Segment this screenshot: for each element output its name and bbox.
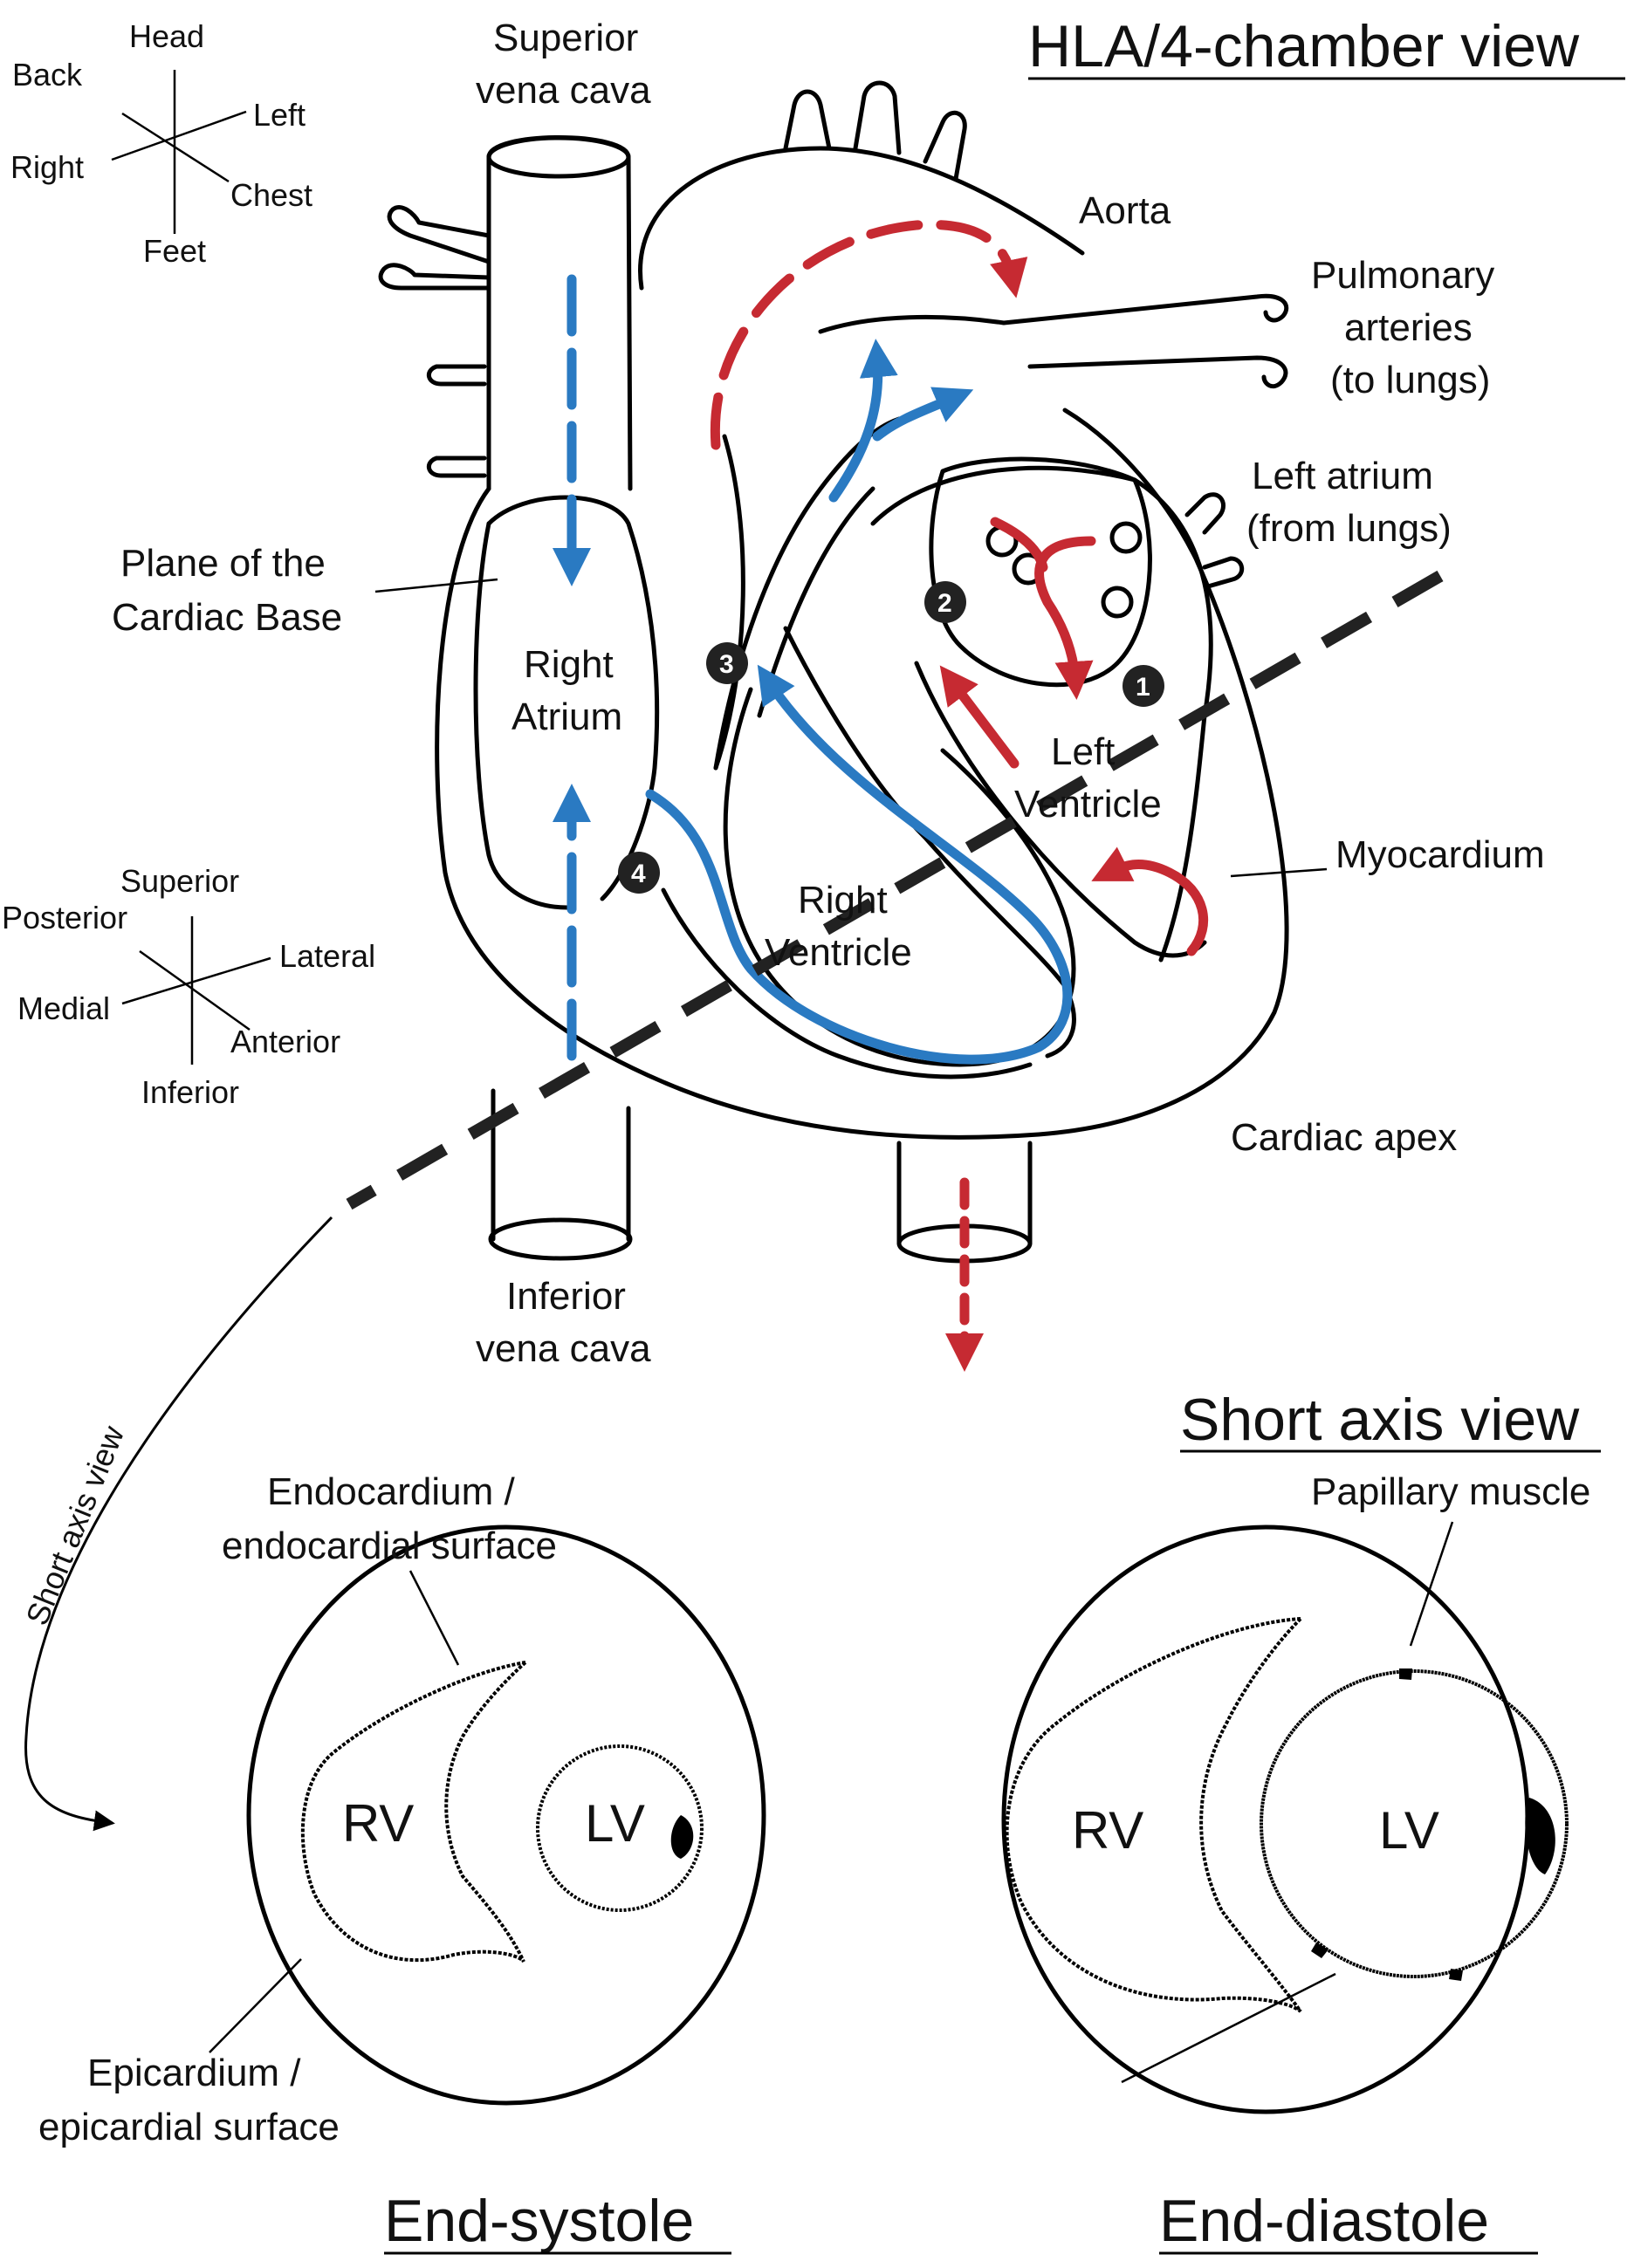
label-svc-line2: vena cava	[476, 69, 651, 112]
label-epi-line2: epicardial surface	[38, 2106, 340, 2148]
title-hla: HLA/4-chamber view	[1028, 13, 1580, 79]
orient-superior: Superior	[120, 863, 239, 899]
label-apex: Cardiac apex	[1231, 1116, 1457, 1159]
label-base-line1: Plane of the	[120, 542, 326, 585]
leader-myocardium	[1230, 867, 1328, 878]
label-rv-systole: RV	[342, 1794, 414, 1853]
orientation-axes-directional: Superior Posterior Lateral Medial Anteri…	[2, 863, 375, 1110]
label-la-line2: (from lungs)	[1246, 507, 1452, 550]
orient-feet: Feet	[143, 233, 206, 269]
label-ra-line2: Atrium	[511, 695, 622, 738]
orient-lateral: Lateral	[279, 938, 375, 974]
blood-flow-oxygenated	[710, 219, 1209, 1372]
valve-marker-2: 2	[924, 581, 966, 623]
label-papillary: Papillary muscle	[1311, 1470, 1590, 1513]
title-end-diastole: End-diastole	[1159, 2188, 1489, 2254]
svg-text:1: 1	[1136, 673, 1150, 702]
label-pa-line3: (to lungs)	[1330, 359, 1490, 401]
label-pa-line2: arteries	[1344, 306, 1473, 349]
label-la-line1: Left atrium	[1252, 455, 1433, 497]
leader-diastole-myocardium	[1121, 1972, 1336, 2084]
title-end-systole: End-systole	[384, 2188, 694, 2254]
short-axis-arrow-label: Short axis view	[18, 1420, 131, 1630]
label-lv-diastole: LV	[1379, 1801, 1439, 1860]
orient-medial: Medial	[17, 990, 110, 1026]
title-short-axis: Short axis view	[1180, 1387, 1580, 1453]
leader-epicardium	[209, 1958, 302, 2053]
orient-chest: Chest	[230, 177, 312, 213]
label-rv-diastole: RV	[1072, 1801, 1143, 1860]
label-lv-systole: LV	[585, 1794, 645, 1853]
label-epi-line1: Epicardium /	[87, 2052, 301, 2094]
orient-right: Right	[10, 149, 84, 185]
label-lv-line1: Left	[1051, 730, 1115, 773]
svg-text:2: 2	[937, 589, 952, 618]
label-ra-line1: Right	[524, 643, 614, 686]
orient-posterior: Posterior	[2, 900, 127, 935]
label-ivc-line2: vena cava	[476, 1327, 651, 1370]
orient-inferior: Inferior	[141, 1074, 239, 1110]
orient-back: Back	[12, 57, 83, 93]
label-rv-line1: Right	[798, 879, 888, 922]
valve-marker-3: 3	[706, 642, 748, 684]
leader-papillary	[1409, 1521, 1454, 1647]
svg-text:4: 4	[631, 860, 646, 888]
leader-endocardium	[408, 1570, 460, 1666]
short-axis-end-systole: RV LV	[246, 1525, 766, 2106]
label-pa-line1: Pulmonary	[1311, 254, 1494, 297]
valve-marker-1: 1	[1123, 665, 1164, 707]
label-myocardium: Myocardium	[1335, 833, 1545, 876]
label-rv-line2: Ventricle	[765, 931, 912, 974]
svg-text:3: 3	[719, 650, 734, 679]
cardiac-base-plane-line	[346, 570, 1444, 1210]
label-svc-line1: Superior	[493, 17, 638, 59]
orientation-axes-anatomical: Head Back Left Right Chest Feet	[10, 18, 312, 269]
label-endo-line2: endocardial surface	[222, 1525, 557, 1567]
label-endo-line1: Endocardium /	[267, 1470, 515, 1513]
orient-head: Head	[129, 18, 204, 54]
blood-flow-deoxygenated	[553, 274, 1073, 1065]
orient-left: Left	[253, 97, 306, 133]
valve-marker-4: 4	[618, 852, 660, 894]
orient-anterior: Anterior	[230, 1024, 340, 1059]
label-aorta: Aorta	[1079, 189, 1171, 232]
short-axis-arrow	[24, 1216, 333, 1832]
label-base-line2: Cardiac Base	[112, 596, 342, 639]
label-lv-line2: Ventricle	[1014, 783, 1162, 826]
short-axis-end-diastole: RV LV	[1001, 1525, 1569, 2114]
label-ivc-line1: Inferior	[506, 1275, 626, 1318]
leader-base	[374, 578, 498, 593]
